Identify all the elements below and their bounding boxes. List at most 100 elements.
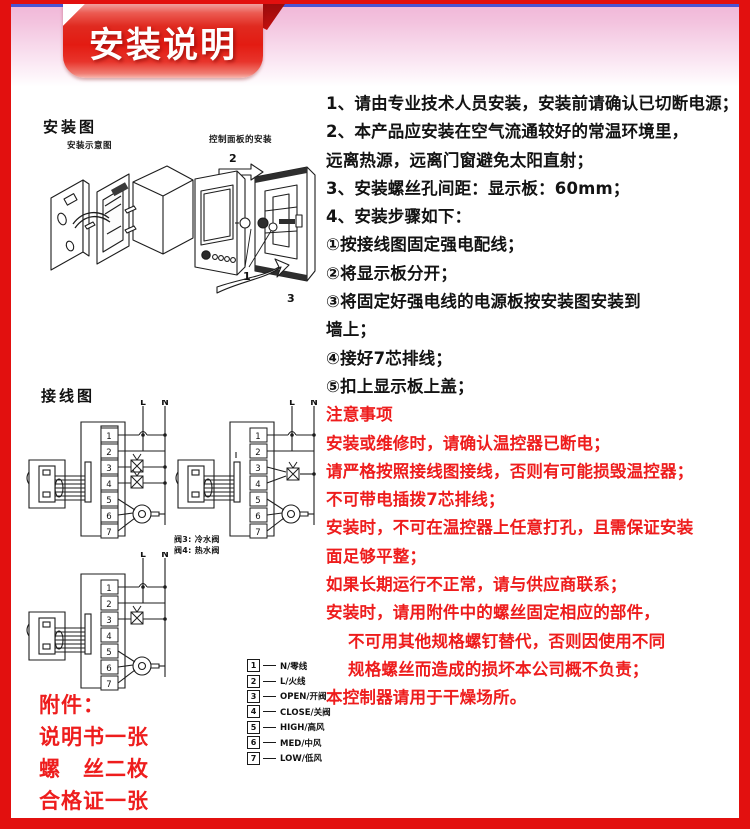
terminal-legend-row: 4 CLOSE/关阀: [247, 704, 343, 719]
terminal-label: MED/中风: [280, 738, 322, 749]
instruction-line: ④接好7芯排线；: [326, 348, 453, 368]
svg-text:5: 5: [106, 496, 111, 506]
svg-text:4: 4: [106, 632, 111, 642]
control-panel-illustration: 2 1 3: [189, 147, 329, 307]
svg-text:3: 3: [106, 464, 111, 474]
wiring-neutral-label-left: N: [161, 400, 169, 408]
terminal-number: 6: [247, 736, 260, 750]
header-band: 安装说明: [11, 4, 739, 87]
svg-text:6: 6: [106, 664, 111, 674]
instruction-line: ③将固定好强电线的电源板按安装图安装到: [326, 292, 641, 312]
warning-line: 请严格按照接线图接线，否则有可能损毁温控器；: [326, 461, 694, 481]
svg-text:3: 3: [106, 616, 111, 626]
valve-note-cold: 阀3: 冷水阀: [174, 535, 220, 544]
terminal-number: 2: [247, 674, 260, 688]
ribbon-body: 安装说明: [63, 4, 263, 78]
svg-text:1: 1: [106, 584, 111, 594]
terminal-dash-icon: [263, 695, 276, 697]
terminal-label: LOW/低风: [280, 754, 322, 765]
terminal-label: HIGH/高风: [280, 723, 325, 734]
callout-1: 1: [243, 270, 251, 283]
svg-text:7: 7: [106, 528, 111, 538]
instruction-line: 3、安装螺丝孔间距：显示板：60mm；: [326, 178, 630, 198]
terminal-dash-icon: [263, 665, 276, 667]
terminal-label: OPEN/开阀: [280, 692, 327, 703]
wiring-diagram-heading: 接线图: [41, 387, 96, 405]
terminal-number: 7: [247, 751, 260, 765]
wiring-diagram-left: 1 2 3 4 5 6 7: [25, 400, 175, 545]
instruction-line: ⑤扣上显示板上盖；: [326, 376, 474, 396]
page-title: 安装说明: [88, 26, 237, 66]
svg-text:7: 7: [255, 528, 260, 538]
terminal-dash-icon: [263, 726, 276, 728]
warning-line: 安装时，不可在温控器上任意打孔，且需保证安装: [326, 518, 694, 538]
install-exploded-illustration: [37, 154, 207, 294]
title-ribbon: 安装说明: [63, 4, 285, 82]
instruction-line: 4、安装步骤如下：: [326, 207, 472, 227]
terminal-legend: 1 N/零线 2 L/火线 3 OPEN/开阀 4 CLOSE/关阀 5: [247, 658, 343, 766]
terminal-dash-icon: [263, 711, 276, 713]
wiring-live-label-right: L: [289, 400, 295, 408]
warning-line-indented: 不可用其他规格螺钉替代，否则因使用不同: [348, 631, 666, 651]
wiring-diagram-right: 1 2 3 4 5 6 7: [174, 400, 324, 545]
warning-line-indented: 规格螺丝而造成的损坏本公司概不负责；: [348, 659, 649, 679]
install-diagram-heading: 安装图: [43, 118, 98, 136]
terminal-number: 5: [247, 720, 260, 734]
wiring-neutral-label-bottom: N: [161, 552, 169, 560]
instruction-line: 2、本产品应安装在空气流通较好的常温环境里，: [326, 122, 689, 142]
right-column: 1、请由专业技术人员安装，安装前请确认已切断电源； 2、本产品应安装在空气流通较…: [326, 90, 739, 818]
svg-text:3: 3: [255, 464, 260, 474]
warning-line-tail: 本控制器请用于干燥场所。: [326, 688, 527, 708]
svg-text:2: 2: [106, 600, 111, 610]
warning-line: 如果长期运行不正常，请与供应商联系；: [326, 575, 627, 595]
terminal-legend-row: 6 MED/中风: [247, 735, 343, 750]
warning-line: 面足够平整；: [326, 546, 427, 566]
terminal-number: 3: [247, 689, 260, 703]
warnings-title: 注意事项: [326, 405, 393, 425]
svg-text:4: 4: [255, 480, 260, 490]
instruction-line: 远离热源，远离门窗避免太阳直射；: [326, 150, 594, 170]
terminal-dash-icon: [263, 742, 276, 744]
terminal-legend-row: 2 L/火线: [247, 673, 343, 688]
terminal-number: 1: [247, 659, 260, 673]
instruction-line: 1、请由专业技术人员安装，安装前请确认已切断电源；: [326, 94, 739, 113]
instruction-line: 墙上；: [326, 320, 377, 340]
svg-text:7: 7: [106, 680, 111, 690]
accessory-item: 说明书一张: [39, 725, 149, 749]
terminal-legend-row: 5 HIGH/高风: [247, 720, 343, 735]
ribbon-corner-notch: [63, 4, 89, 26]
svg-text:6: 6: [106, 512, 111, 522]
warning-line: 不可带电插拨7芯排线；: [326, 490, 505, 510]
accessories-list: 附件： 说明书一张 螺 丝二枚 合格证一张: [39, 689, 149, 817]
left-column: 安装图 安装示意图 控制面板的安装: [19, 92, 331, 818]
warning-line: 安装时，请用附件中的螺丝固定相应的部件，: [326, 603, 660, 623]
instruction-line: ②将显示板分开；: [326, 263, 458, 283]
control-panel-install-label: 控制面板的安装: [209, 135, 273, 145]
svg-text:5: 5: [106, 648, 111, 658]
svg-text:5: 5: [255, 496, 260, 506]
accessory-item: 合格证一张: [39, 789, 149, 813]
terminal-legend-row: 1 N/零线: [247, 658, 343, 673]
wiring-live-label-bottom: L: [140, 552, 146, 560]
callout-3: 3: [287, 292, 295, 305]
svg-text:2: 2: [255, 448, 260, 458]
svg-text:4: 4: [106, 480, 111, 490]
terminal-dash-icon: [263, 680, 276, 682]
svg-text:6: 6: [255, 512, 260, 522]
valve-note-hot: 阀4: 热水阀: [174, 546, 220, 555]
terminal-label: L/火线: [280, 677, 306, 688]
terminal-legend-row: 7 LOW/低风: [247, 750, 343, 765]
install-schematic-label: 安装示意图: [67, 141, 113, 151]
instruction-line: ①按接线图固定强电配线；: [326, 235, 524, 255]
header-accent-line: [11, 4, 739, 7]
terminal-legend-row: 3 OPEN/开阀: [247, 689, 343, 704]
svg-text:1: 1: [255, 432, 260, 442]
terminal-number: 4: [247, 705, 260, 719]
accessory-item: 螺 丝二枚: [39, 757, 149, 781]
svg-text:2: 2: [106, 448, 111, 458]
wiring-diagram-bottom: 1 2 3 4 5 6 7: [25, 552, 175, 697]
warning-line: 安装或维修时，请确认温控器已断电；: [326, 433, 610, 453]
svg-text:1: 1: [106, 432, 111, 442]
terminal-label: CLOSE/关阀: [280, 707, 331, 718]
